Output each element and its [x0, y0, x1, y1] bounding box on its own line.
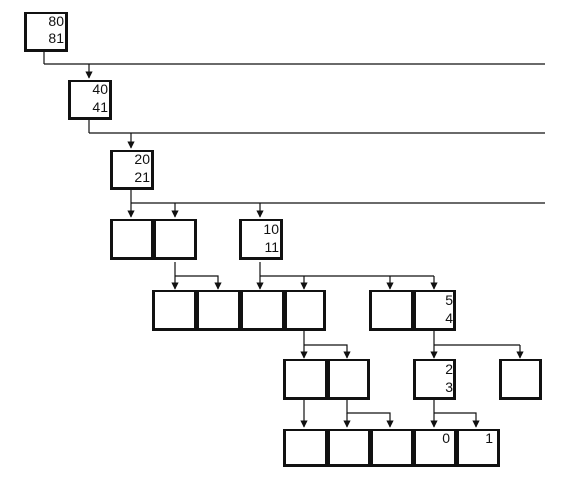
node-80-top-label: 80: [48, 13, 64, 29]
node-l4-4: [284, 290, 326, 331]
node-20-top-label: 20: [134, 151, 150, 167]
node-l6-1: [283, 429, 328, 467]
node-5: [413, 290, 456, 331]
node-l5-1: [283, 359, 328, 400]
hook-pair: [175, 275, 222, 290]
node-10-bottom-label: 11: [264, 239, 279, 255]
node-2-bottom-label: 3: [445, 379, 453, 395]
node-40: [68, 80, 112, 120]
node-10: [239, 219, 283, 260]
node-20: [110, 150, 154, 190]
node-5-bottom-label: 4: [445, 310, 453, 326]
node-40-top-label: 40: [92, 81, 108, 97]
node-80: [24, 12, 68, 52]
node-pair-left: [110, 219, 154, 260]
node-l4-2: [196, 290, 241, 331]
node-40-bottom-label: 41: [92, 99, 108, 115]
node-pair-right: [153, 219, 197, 260]
node-l6-2: [327, 429, 371, 467]
node-l6-3: [370, 429, 414, 467]
node-l5-right: [499, 359, 542, 400]
leaf-1-label: 1: [485, 430, 493, 446]
node-leaf-0: [413, 429, 457, 467]
node-l4-3: [240, 290, 285, 331]
node-l5-2: [327, 359, 370, 400]
node-5-top-label: 5: [445, 292, 453, 308]
hook-2: [434, 412, 480, 428]
node-l4-5: [369, 290, 414, 331]
hook-l5: [346, 399, 394, 428]
node-80-bottom-label: 81: [48, 30, 64, 46]
leaf-0-label: 0: [442, 430, 450, 446]
node-leaf-1: [456, 429, 500, 467]
node-20-bottom-label: 21: [134, 169, 150, 185]
hook-l4: [304, 344, 351, 359]
node-l4-1: [152, 290, 197, 331]
node-10-top-label: 10: [263, 221, 279, 237]
node-2: [413, 359, 456, 400]
node-2-top-label: 2: [445, 361, 453, 377]
